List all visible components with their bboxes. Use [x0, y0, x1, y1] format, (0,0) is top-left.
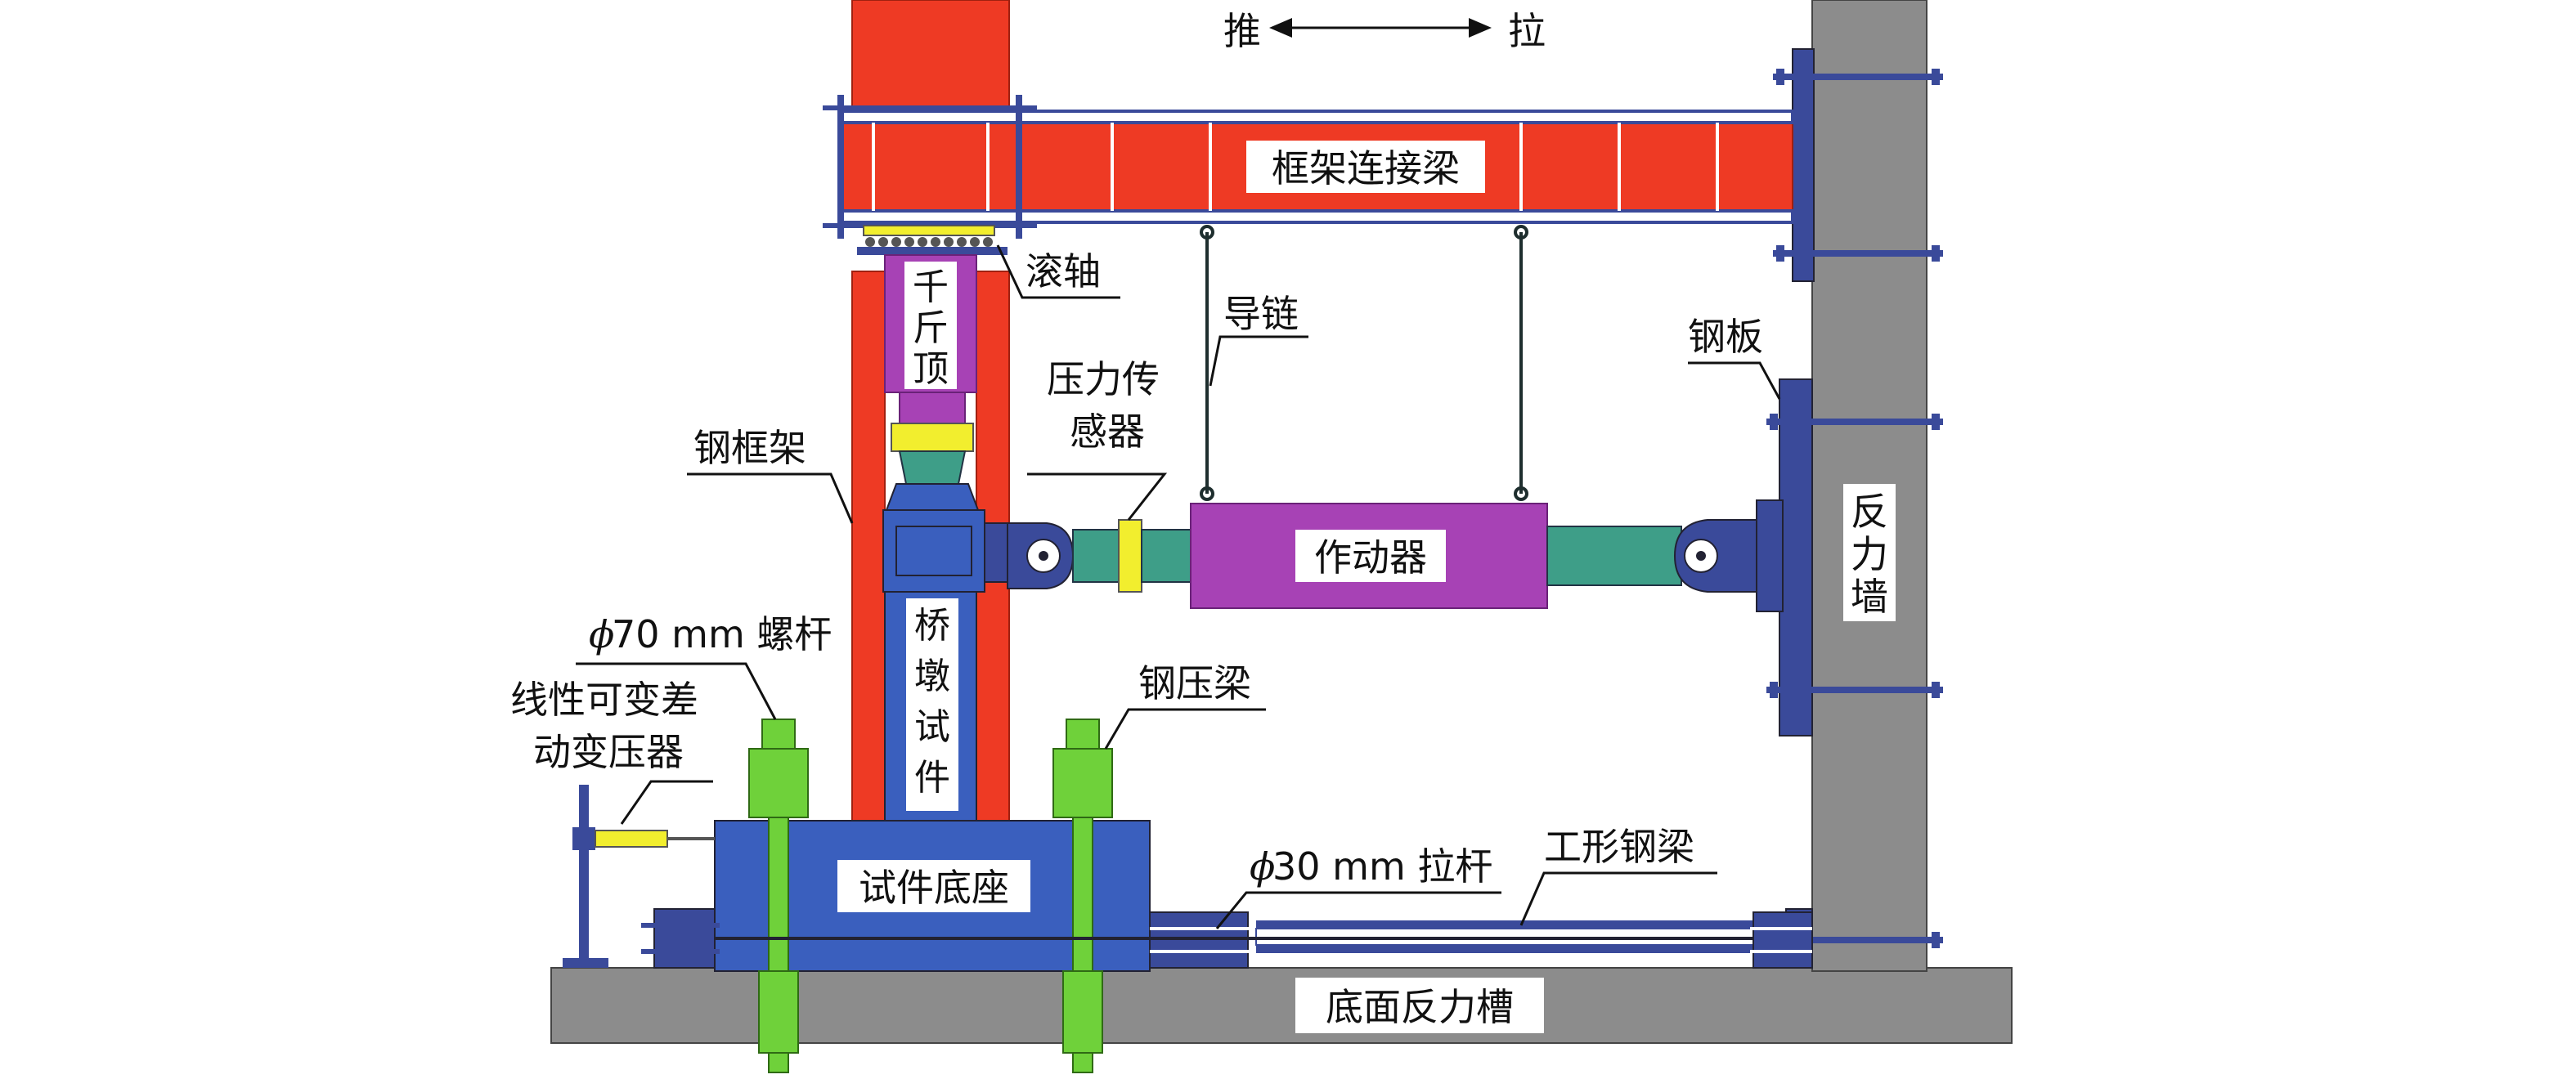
- bolt-leader: [576, 662, 777, 720]
- pressure-sensor-leader: [1027, 472, 1168, 521]
- hinge-seat: [885, 483, 980, 511]
- actuator-label: 作动器: [1314, 535, 1427, 580]
- beam-label: 框架连接梁: [1272, 146, 1460, 190]
- jack-label-2: 斤: [913, 307, 949, 349]
- pier-label-2: 墩: [914, 656, 950, 697]
- wall-plate-top: [1792, 48, 1815, 282]
- roller-label: 滚轴: [1025, 249, 1101, 293]
- jack-label-box: [904, 262, 957, 389]
- lvdt-stand-base: [563, 958, 608, 968]
- bolt-phi: ϕ: [589, 612, 614, 656]
- anchor-bolt-right: [1052, 719, 1113, 1073]
- lvdt-body: [595, 830, 668, 848]
- lvdt-stand-post: [579, 785, 589, 965]
- reaction-wall-label-box: [1843, 484, 1896, 621]
- press-beam-label: 钢压梁: [1138, 661, 1251, 705]
- steel-plate-leader: [1688, 361, 1781, 400]
- beam-label-box: [1246, 141, 1485, 193]
- loading-head-inner: [895, 526, 972, 576]
- actuator-rod-right: [1546, 526, 1682, 586]
- i-beam-leader: [1519, 871, 1717, 926]
- actuator-label-box: [1295, 530, 1446, 582]
- tie-rod-label: 30 mm 拉杆: [1272, 844, 1492, 889]
- tie-rod-leader: [1215, 891, 1501, 929]
- lvdt-label-2: 动变压器: [533, 730, 684, 774]
- reaction-wall-label-1: 反: [1851, 490, 1888, 534]
- anchor-bolt-left: [748, 719, 809, 1073]
- guide-chain-label: 导链: [1223, 292, 1299, 336]
- beam-clamp-bolts: [837, 95, 1022, 239]
- tie-rod-block-right: [1750, 911, 1813, 969]
- push-arrowhead: [1269, 18, 1292, 38]
- base-label-box: [837, 860, 1030, 912]
- lvdt-clamp: [572, 827, 595, 850]
- pressure-sensor-label-1: 压力传: [1047, 357, 1160, 401]
- pier-label-4: 件: [914, 757, 950, 799]
- ground-label: 底面反力槽: [1326, 985, 1514, 1029]
- steel-frame-left-column: [851, 271, 886, 822]
- roller-balls: [865, 237, 993, 247]
- wall-hinge-pin-center: [1696, 551, 1706, 561]
- pressure-sensor: [1118, 519, 1142, 593]
- jack-label-1: 千: [913, 266, 949, 308]
- base-label: 试件底座: [859, 866, 1009, 910]
- jack-label-3: 顶: [913, 348, 949, 390]
- steel-plate-label: 钢板: [1688, 315, 1763, 359]
- guide-chain-leader: [1209, 335, 1308, 387]
- pier-label-box: [906, 598, 958, 811]
- ground-label-box: [1295, 978, 1544, 1033]
- press-beam-leader: [1104, 708, 1266, 750]
- pier-label-3: 试: [914, 706, 950, 748]
- steel-frame-top-block: [851, 0, 1010, 119]
- bolt-label: 70 mm 螺杆: [612, 612, 832, 656]
- actuator-wall-hinge-plate: [1756, 499, 1784, 612]
- pull-label: 拉: [1508, 9, 1546, 53]
- specimen-hinge-pin-center: [1039, 551, 1048, 561]
- actuator-rod-left: [1072, 529, 1123, 583]
- push-label: 推: [1223, 9, 1261, 53]
- i-beam-top-flange: [1256, 920, 1766, 929]
- reaction-wall-label-2: 力: [1851, 532, 1888, 576]
- jack-load-cell: [891, 423, 974, 452]
- base-left-clamp: [641, 908, 720, 969]
- i-beam-bottom-flange: [1256, 945, 1766, 953]
- actuator-rod-middle: [1141, 529, 1192, 583]
- lvdt-label-1: 线性可变差: [510, 678, 698, 722]
- i-beam-label: 工形钢梁: [1544, 825, 1694, 869]
- reaction-wall-label-3: 墙: [1851, 575, 1888, 619]
- frame-connecting-beam-bottom-flange: [839, 209, 1794, 224]
- steel-frame-leader: [687, 472, 854, 524]
- pier-label-1: 桥: [914, 605, 950, 647]
- wall-plate-middle: [1779, 378, 1813, 736]
- pressure-sensor-label-2: 感器: [1070, 410, 1145, 454]
- roller-lower-plate: [857, 247, 1008, 255]
- loading-head-side-plate: [984, 522, 1008, 583]
- beam-stiffeners: [872, 123, 1719, 211]
- tie-rod-phi: ϕ: [1250, 844, 1275, 889]
- steel-frame-label: 钢框架: [693, 426, 806, 470]
- jack-piston: [899, 392, 966, 426]
- pull-arrowhead: [1469, 18, 1492, 38]
- roller-plate: [863, 225, 995, 236]
- frame-connecting-beam-top-flange: [839, 110, 1794, 124]
- roller-leader: [996, 244, 1120, 299]
- guide-chains: [1200, 225, 1528, 501]
- lvdt-leader: [620, 780, 713, 825]
